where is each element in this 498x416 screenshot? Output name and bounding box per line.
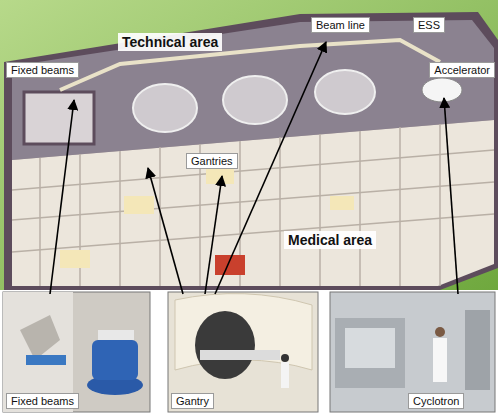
- label-text: Medical area: [288, 232, 372, 248]
- accelerator: [422, 78, 462, 102]
- beam-line: [60, 40, 440, 90]
- building-wall: [4, 12, 498, 290]
- label-box: Gantries: [186, 153, 238, 169]
- label-text: Gantry: [176, 395, 209, 407]
- label-text: Fixed beams: [11, 395, 74, 407]
- leader-arrows: [50, 42, 458, 294]
- label-text: Technical area: [122, 34, 218, 50]
- label-box: ESS: [413, 17, 445, 33]
- photo-label: Fixed beams: [6, 393, 79, 409]
- label-text: Accelerator: [434, 64, 490, 76]
- gantry-dome: [133, 84, 197, 132]
- photo-fixed-beams: [3, 292, 150, 412]
- photo-cyclotron: [330, 292, 495, 412]
- photo-label: Gantry: [171, 393, 214, 409]
- label-box: Fixed beams: [6, 62, 79, 78]
- area-label: Technical area: [118, 33, 222, 51]
- rooms-yellow: [60, 168, 354, 268]
- photo-gantry: [168, 292, 318, 412]
- ground: [0, 0, 498, 290]
- label-text: Fixed beams: [11, 64, 74, 76]
- label-text: Cyclotron: [413, 395, 459, 407]
- fixed-beam-room: [24, 92, 94, 144]
- label-text: Gantries: [191, 155, 233, 167]
- room-walls: [12, 124, 494, 286]
- area-label: Medical area: [284, 231, 376, 249]
- label-text: ESS: [418, 19, 440, 31]
- label-text: Beam line: [316, 19, 365, 31]
- label-box: Beam line: [311, 17, 370, 33]
- photo-label: Cyclotron: [408, 393, 464, 409]
- gantry-dome: [223, 76, 287, 124]
- gantry-dome: [315, 70, 375, 114]
- label-box: Accelerator: [429, 62, 495, 78]
